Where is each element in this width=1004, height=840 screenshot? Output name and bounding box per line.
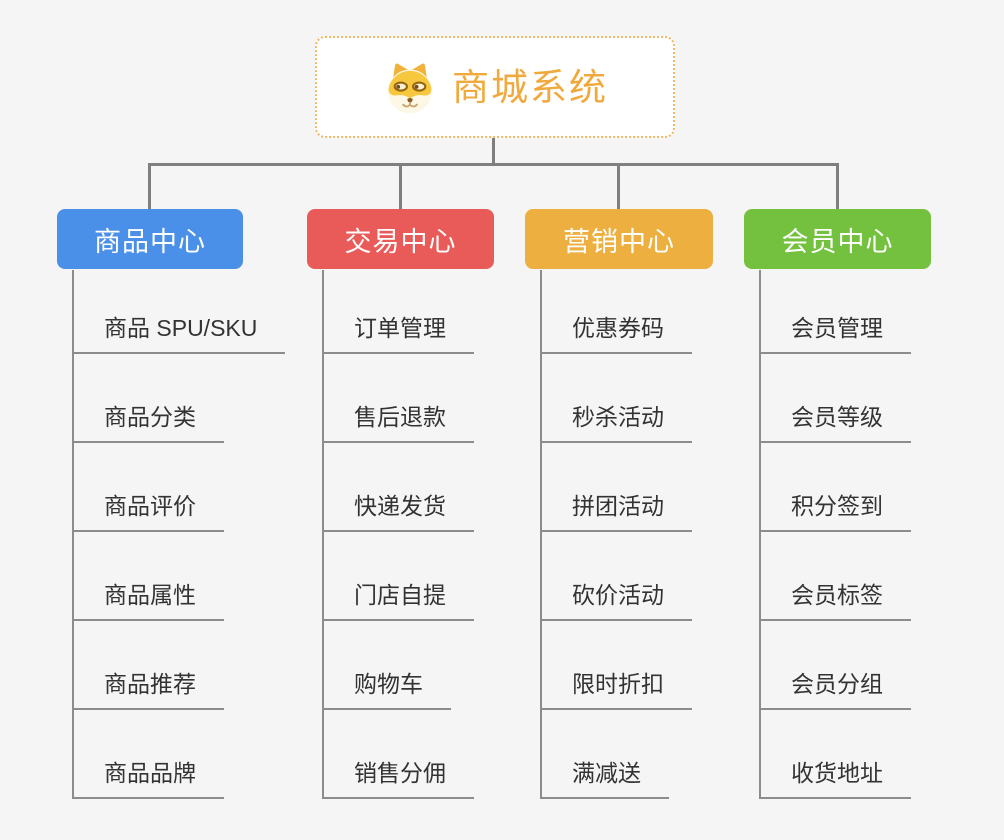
leaf-node[interactable]: 订单管理 (322, 312, 474, 354)
leaf-node[interactable]: 商品推荐 (72, 668, 224, 710)
branch-column-marketing: 优惠券码 秒杀活动 拼团活动 砍价活动 限时折扣 满减送 (540, 270, 780, 800)
leaf-node[interactable]: 收货地址 (759, 757, 911, 799)
leaf-node[interactable]: 门店自提 (322, 579, 474, 621)
leaf-node[interactable]: 秒杀活动 (540, 401, 692, 443)
leaf-node[interactable]: 会员等级 (759, 401, 911, 443)
connector-drop-goods (148, 163, 151, 209)
leaf-node[interactable]: 商品 SPU/SKU (72, 312, 286, 354)
leaf-node[interactable]: 销售分佣 (322, 757, 474, 799)
branch-column-trade: 订单管理 售后退款 快递发货 门店自提 购物车 销售分佣 (322, 270, 562, 800)
branch-node-trade-center[interactable]: 交易中心 (307, 209, 494, 269)
root-title: 商城系统 (452, 66, 608, 108)
branch-column-member: 会员管理 会员等级 积分签到 会员标签 会员分组 收货地址 (759, 270, 999, 800)
dog-face-icon (388, 63, 432, 114)
branch-node-member-center[interactable]: 会员中心 (744, 209, 931, 269)
connector-root-stub (492, 138, 495, 164)
leaf-node[interactable]: 限时折扣 (540, 668, 692, 710)
leaf-node[interactable]: 快递发货 (322, 490, 474, 532)
connector-drop-marketing (617, 163, 620, 209)
leaf-node[interactable]: 满减送 (540, 757, 669, 799)
leaf-node[interactable]: 积分签到 (759, 490, 911, 532)
leaf-node[interactable]: 购物车 (322, 668, 451, 710)
connector-drop-trade (399, 163, 402, 209)
connector-horizontal-bar (149, 163, 839, 166)
leaf-node[interactable]: 会员分组 (759, 668, 911, 710)
leaf-node[interactable]: 优惠券码 (540, 312, 692, 354)
leaf-node[interactable]: 拼团活动 (540, 490, 692, 532)
leaf-node[interactable]: 商品分类 (72, 401, 224, 443)
leaf-node[interactable]: 商品品牌 (72, 757, 224, 799)
leaf-node[interactable]: 会员管理 (759, 312, 911, 354)
leaf-node[interactable]: 会员标签 (759, 579, 911, 621)
branch-column-goods: 商品 SPU/SKU 商品分类 商品评价 商品属性 商品推荐 商品品牌 (72, 270, 312, 800)
leaf-node[interactable]: 商品评价 (72, 490, 224, 532)
branch-node-goods-center[interactable]: 商品中心 (57, 209, 243, 269)
root-node[interactable]: 商城系统 (315, 36, 675, 138)
leaf-node[interactable]: 售后退款 (322, 401, 474, 443)
connector-drop-member (836, 163, 839, 209)
leaf-node[interactable]: 砍价活动 (540, 579, 692, 621)
leaf-node[interactable]: 商品属性 (72, 579, 224, 621)
branch-node-marketing-center[interactable]: 营销中心 (525, 209, 713, 269)
